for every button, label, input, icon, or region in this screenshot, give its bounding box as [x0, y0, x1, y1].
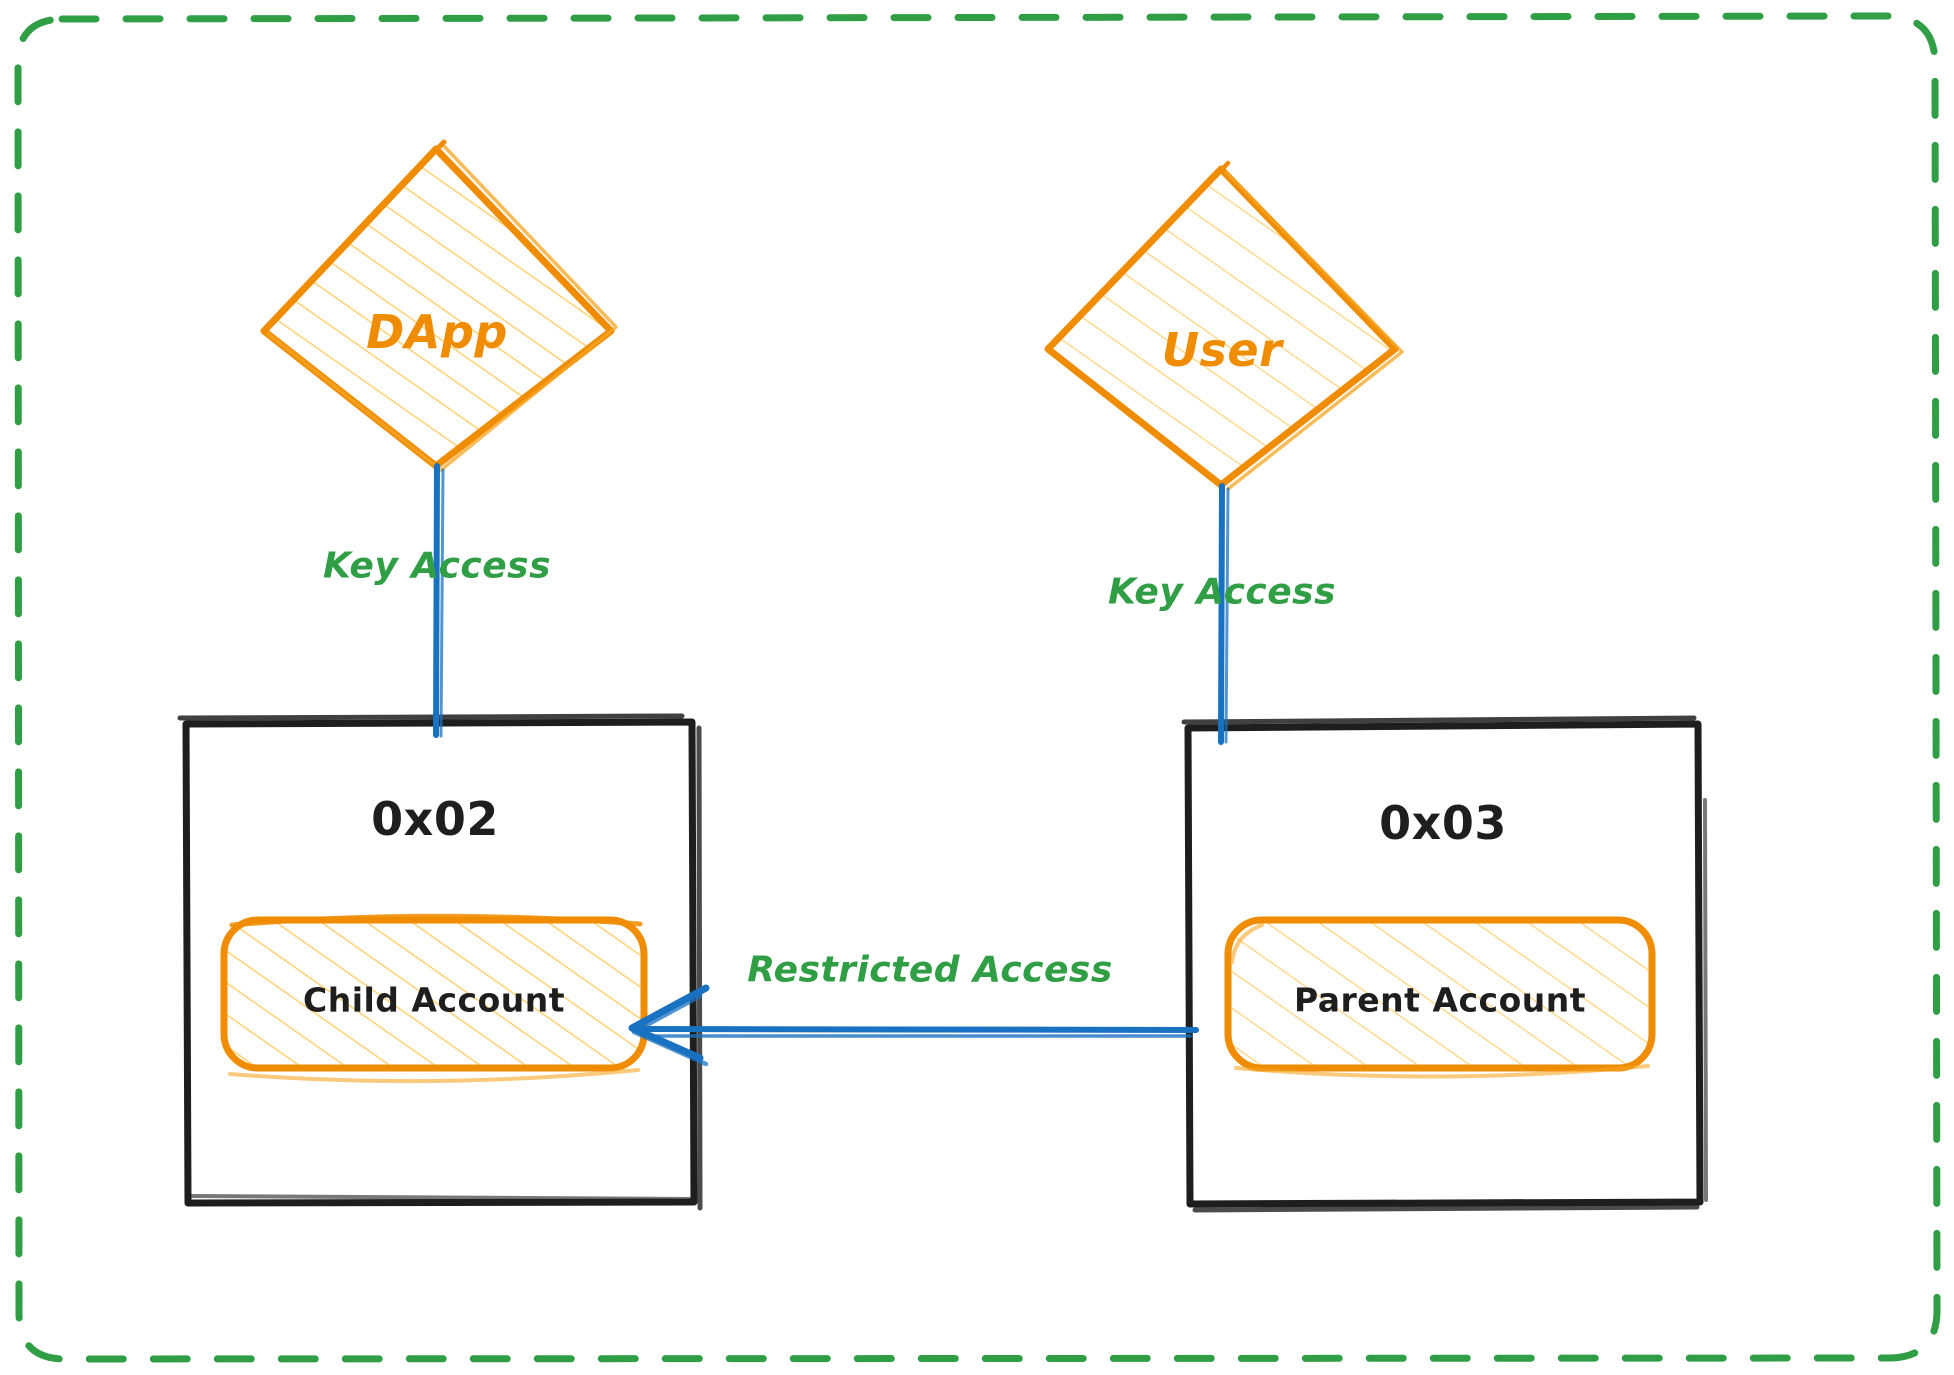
user-diamond[interactable]	[1044, 160, 1404, 491]
child-container-box[interactable]	[177, 713, 703, 1211]
user-key-access-arrow[interactable]	[1218, 483, 1230, 745]
dapp-key-access-arrow[interactable]	[433, 463, 445, 738]
parent-container-box[interactable]	[1181, 715, 1708, 1213]
restricted-access-arrow[interactable]	[628, 984, 1199, 1067]
child-account-pill[interactable]	[220, 913, 648, 1084]
outer-dashed-boundary	[14, 12, 1941, 1363]
dapp-diamond[interactable]	[260, 139, 618, 472]
parent-account-pill[interactable]	[1224, 916, 1656, 1079]
